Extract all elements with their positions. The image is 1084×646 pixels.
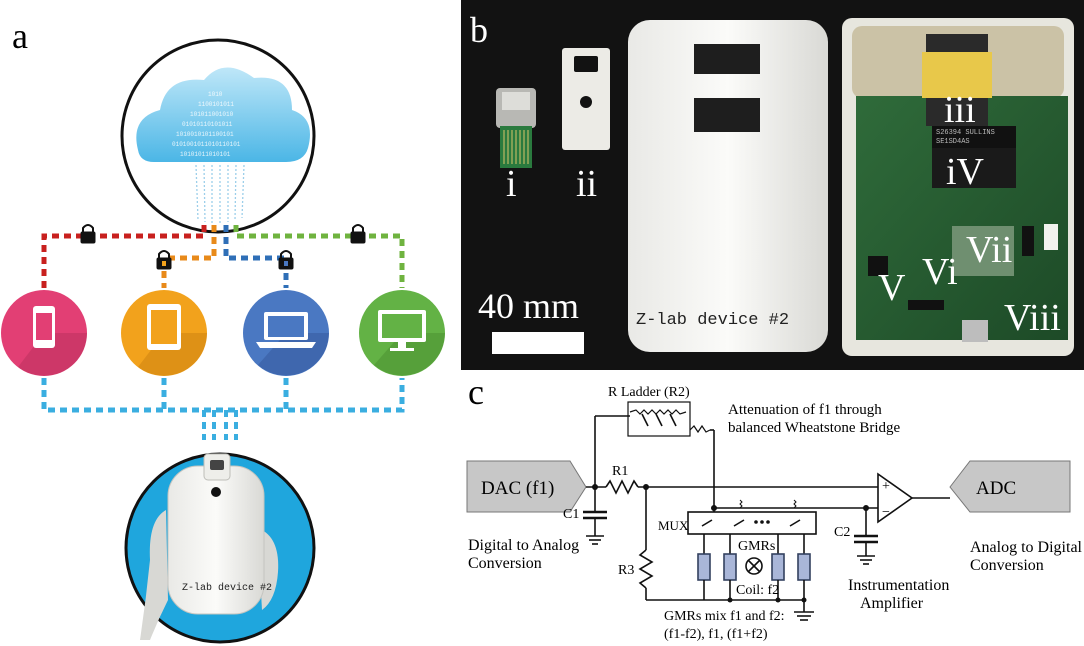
- amplifier-line-1: Instrumentation: [848, 577, 949, 594]
- cloud-circle: 1010 1100101011 101011001010 01010110101…: [120, 38, 316, 234]
- green-connection: [233, 225, 405, 288]
- r-ladder-label: R Ladder (R2): [608, 385, 690, 400]
- r3-label: R3: [618, 563, 634, 578]
- housing-label: Z-lab device #2: [636, 311, 789, 330]
- hand-device-circle: Z-lab device #2: [124, 452, 316, 644]
- lock-icons: [80, 224, 366, 270]
- part-label-v: V: [878, 267, 906, 309]
- lock-icon: [156, 250, 172, 270]
- r1-label: R1: [612, 464, 628, 479]
- chip-text-1: S26394 SULLINS: [936, 129, 995, 137]
- coil-component: [922, 34, 992, 126]
- svg-text:1100101011: 1100101011: [198, 101, 234, 108]
- r3-resistor: [638, 549, 654, 589]
- part-labels: i ii iii iV V Vi Vii Viii: [506, 89, 1061, 339]
- binary-stream: 1010 1100101011 101011001010 01010110101…: [172, 91, 241, 158]
- instrumentation-amplifier: [877, 472, 914, 524]
- handheld-device: [167, 453, 265, 615]
- part-label-iv: iV: [946, 151, 985, 193]
- panel-a-letter: a: [12, 16, 28, 56]
- scale-bar-label: 40 mm: [478, 286, 579, 326]
- r1-resistor: [605, 479, 639, 495]
- gmrs-label: GMRs: [738, 539, 775, 554]
- svg-text:10101011010101: 10101011010101: [180, 151, 231, 158]
- tablet-circle: [121, 290, 207, 376]
- monitor-circle: [359, 290, 445, 376]
- part-label-iii: iii: [944, 89, 976, 131]
- lid-part: [562, 48, 610, 150]
- dac-description-2: Conversion: [468, 555, 542, 572]
- junction-dots: [592, 484, 869, 603]
- socket: [932, 148, 1016, 188]
- attenuation-line-2: balanced Wheatstone Bridge: [728, 420, 900, 436]
- part-label-vi: Vi: [922, 251, 958, 293]
- lock-icon: [80, 224, 96, 244]
- mix-line-2: (f1-f2), f1, (f1+f2): [664, 627, 768, 642]
- dac-block: [466, 460, 587, 513]
- dac-description-1: Digital to Analog: [468, 537, 579, 554]
- orange-connection: [161, 225, 217, 288]
- adc-label: ADC: [976, 478, 1016, 499]
- module: [952, 226, 1014, 276]
- c2-label: C2: [834, 525, 850, 540]
- part-label-i: i: [506, 163, 517, 205]
- mux-label: MUX: [658, 518, 689, 533]
- chip-text-2: SE1SD4AS: [936, 138, 970, 146]
- panel-c-letter: c: [468, 372, 484, 412]
- dac-label: DAC (f1): [481, 478, 554, 499]
- device-label: Z-lab device #2: [182, 582, 272, 594]
- c1-label: C1: [563, 507, 579, 522]
- adc-block: [949, 460, 1071, 513]
- adc-description-1: Analog to Digital: [970, 539, 1083, 556]
- blue-connection: [223, 225, 289, 288]
- tablet-icon: [147, 304, 181, 350]
- mux-dots: [754, 520, 770, 524]
- panel-b: b Z-lab device #2: [461, 0, 1084, 370]
- network-lines: [41, 225, 405, 440]
- connector-chip: [932, 126, 1016, 148]
- coil-label: Coil: f2: [736, 583, 779, 598]
- phone-circle: [1, 290, 87, 376]
- housing-part: Z-lab device #2: [628, 20, 828, 352]
- svg-text:101011001010: 101011001010: [190, 111, 234, 118]
- scale-bar: [492, 332, 584, 354]
- attenuation-line-1: Attenuation of f1 through: [728, 402, 882, 418]
- amplifier-line-2: Amplifier: [860, 595, 924, 612]
- mix-line-1: GMRs mix f1 and f2:: [664, 609, 785, 624]
- phone-icon: [33, 306, 55, 348]
- panel-c: c DAC (f1) ADC: [466, 372, 1083, 642]
- svg-text:01010110101011: 01010110101011: [182, 121, 233, 128]
- laptop-icon: [256, 312, 316, 348]
- adc-description-2: Conversion: [970, 557, 1044, 574]
- panel-a: a 1010 1100101011 101011001010 010101101…: [1, 16, 445, 644]
- part-label-vii: Vii: [966, 229, 1012, 271]
- cyan-bus: [41, 378, 405, 413]
- amp-minus: −: [882, 505, 890, 520]
- amp-plus: +: [882, 479, 890, 494]
- laptop-circle: [243, 290, 329, 376]
- cartridge-part: [496, 88, 536, 168]
- panel-b-letter: b: [470, 10, 488, 50]
- red-connection: [41, 225, 207, 288]
- data-rain: [195, 164, 245, 224]
- cloud-icon: [136, 67, 310, 162]
- part-label-ii: ii: [576, 163, 597, 205]
- part-label-viii: Viii: [1004, 297, 1061, 339]
- svg-text:0101001011010110101: 0101001011010110101: [172, 141, 241, 148]
- monitor-icon: [378, 310, 426, 351]
- svg-text:1010010101100101: 1010010101100101: [176, 131, 234, 138]
- pcb-assembly: S26394 SULLINS SE1SD4AS: [842, 18, 1074, 356]
- lock-icon: [350, 224, 366, 244]
- lock-icon: [278, 250, 294, 270]
- circuit-wires: [583, 401, 950, 621]
- svg-text:1010: 1010: [208, 91, 223, 98]
